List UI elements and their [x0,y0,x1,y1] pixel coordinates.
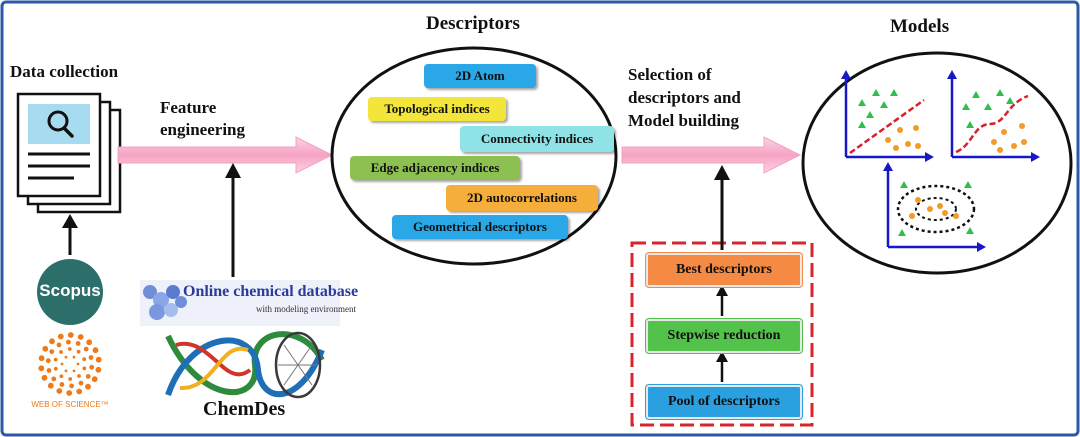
heading-data-collection: Data collection [10,62,119,81]
wos-logo-dot [57,333,64,340]
ochem-title: Online chemical database [183,283,359,300]
wos-logo-dot [86,339,93,346]
chemdes-logo [165,331,325,399]
descriptor-2d-autocorrelations: 2D autocorrelations [446,185,598,211]
wos-logo-dot [66,390,73,396]
wos-logo-dot [76,349,81,354]
wos-logo-dot [49,349,55,354]
wos-logo-dot [38,355,45,362]
descriptor-2d-atom: 2D Atom [424,64,536,88]
wos-logo-dot [56,388,63,394]
wos-logo-dot [45,358,51,364]
wos-logo-dot [60,362,64,366]
heading-selection-line1: Selection of [628,65,712,84]
heading-selection-line3: Model building [628,111,740,130]
web-of-science-logo [38,332,102,396]
wos-logo-dot [42,345,49,352]
arrow-tools-to-feature [225,163,241,277]
wos-logo-dot [59,350,63,354]
documents-icon [16,92,122,214]
wos-logo-dot [46,368,52,373]
wos-label: WEB OF SCIENCE™ [31,400,109,409]
nonlinear-model-plot [947,70,1040,162]
scopus-logo [37,259,103,325]
chemdes-label: ChemDes [203,398,286,420]
wos-logo-dot [56,342,62,348]
descriptor-topological: Topological indices [368,97,506,121]
linear-model-plot [841,70,934,162]
wos-logo-dot [38,365,45,372]
wos-logo-dot [92,347,99,354]
wos-logo-dot [64,355,68,359]
wos-logo-dot [75,341,81,346]
descriptor-geometrical: Geometrical descriptors [392,215,568,239]
wos-logo-dot [72,369,76,373]
wos-logo-dot [59,374,64,379]
models-ellipse [801,51,1073,275]
step-stepwise-reduction: Stepwise reduction [646,319,802,353]
wos-logo-dot [91,376,98,383]
wos-logo-dot [53,366,58,371]
wos-logo-dot [53,357,58,362]
wos-logo-dot [59,382,65,387]
wos-logo-dot [77,374,81,378]
wos-logo-dot [49,338,55,345]
descriptor-connectivity: Connectivity indices [460,126,614,152]
wos-logo-dot [85,383,91,390]
ochem-molecule-logo [140,280,340,326]
wos-logo-dot [82,357,87,362]
cluster-model-plot [883,162,986,252]
arrow-scopus-to-documents [62,214,78,255]
wos-logo-dot [89,364,95,370]
wos-logo-dot [85,374,91,379]
wos-logo-dot [64,369,68,373]
wos-logo-dot [77,334,84,340]
arrow-to-descriptors [117,136,334,174]
wos-logo-dot [67,332,74,338]
step-pool-of-descriptors: Pool of descriptors [646,385,802,419]
wos-logo-dot [82,366,87,371]
descriptor-edge-adjacency: Edge adjacency indices [350,156,520,180]
wos-logo-dot [88,355,94,360]
wos-logo-dot [95,356,102,363]
heading-selection-line2: descriptors and [628,88,741,107]
wos-logo-dot [69,383,74,389]
wos-logo-dot [95,366,102,373]
wos-logo-dot [68,377,73,381]
wos-logo-dot [47,382,54,389]
arrow-to-models [621,136,802,174]
heading-descriptors: Descriptors [426,13,520,34]
wos-logo-dot [67,347,72,351]
ochem-subtitle: with modeling environment [256,304,356,314]
step-best-descriptors: Best descriptors [646,253,802,287]
wos-logo-dot [76,388,83,395]
wos-logo-dot [78,380,84,386]
wos-logo-dot [72,355,76,359]
scopus-label: Scopus [39,281,101,300]
heading-feature-line2: engineering [160,120,245,139]
heading-models: Models [890,16,950,37]
step-arrows [714,165,730,382]
heading-feature-line1: Feature [160,98,217,117]
wos-logo-dot [66,339,71,345]
wos-logo-dot [51,376,57,382]
wos-logo-dot [83,346,89,352]
wos-logo-dot [41,374,48,381]
wos-logo-dot [76,362,80,366]
